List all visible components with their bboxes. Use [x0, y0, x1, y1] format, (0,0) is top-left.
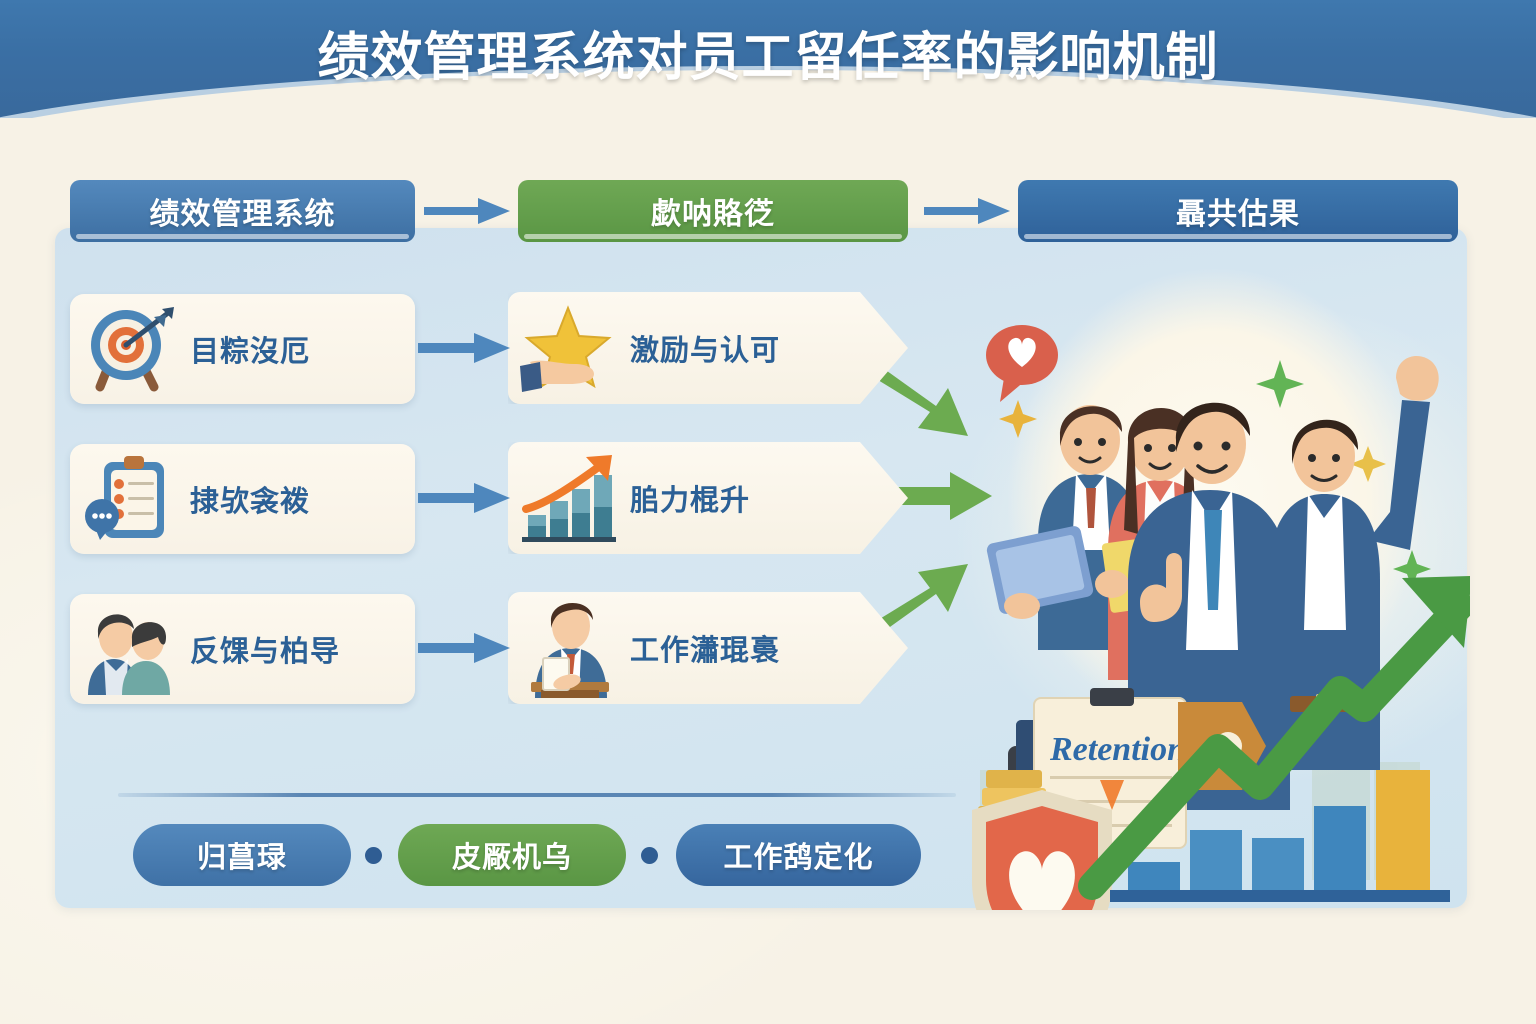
header-underline — [524, 234, 902, 239]
clipboard-checklist-icon — [70, 449, 190, 549]
column-header-label: 绩效管理系统 — [149, 198, 336, 231]
middle-item-label-1: 激励与认可 — [630, 335, 781, 367]
middle-item-label-3: 工作瀟琨裛 — [630, 635, 781, 667]
green-growth-arrow-icon — [1078, 576, 1470, 900]
column-header-label: 聶共估果 — [1176, 198, 1300, 231]
left-item-label-1: 目粽沒厄 — [190, 336, 311, 368]
column-header-label: 歔呐賂徔 — [651, 198, 775, 231]
bottom-divider — [118, 793, 956, 797]
column-header-performance-management-system[interactable]: 绩效管理系统 — [70, 180, 415, 242]
bottom-pill-3[interactable]: 工作鸹定化 — [676, 824, 921, 886]
bar-chart-icon — [1110, 770, 1450, 902]
svg-text:Retention: Retention — [1049, 731, 1186, 768]
header-underline — [1024, 234, 1452, 239]
heart-speech-bubble-icon — [986, 325, 1058, 402]
team-retention-illustration: Retention — [960, 250, 1470, 910]
converge-arrow-2-icon — [888, 472, 992, 520]
bottom-pill-label-1: 归菖琭 — [196, 842, 287, 874]
header-underline — [76, 234, 409, 239]
pill-separator-dot-2 — [641, 847, 658, 864]
page-title: 绩效管理系统对员工留任率的影响机制 — [317, 28, 1219, 87]
middle-item-card-2[interactable]: 䏨力棍升 — [508, 442, 908, 554]
bottom-pill-1[interactable]: 归菖琭 — [133, 824, 351, 886]
row-arrow-2-icon — [418, 483, 510, 513]
header-arrow-2-icon — [924, 198, 1010, 224]
header-arrow-1-icon — [424, 198, 510, 224]
header-band — [0, 0, 1536, 118]
bottom-pill-label-3: 工作鸹定化 — [723, 842, 874, 874]
converge-arrow-1-icon — [880, 366, 968, 436]
middle-item-card-1[interactable]: 激励与认可 — [508, 292, 908, 404]
presenter-podium-icon — [508, 596, 630, 700]
middle-item-label-2: 䏨力棍升 — [630, 485, 751, 517]
pill-separator-dot-1 — [365, 847, 382, 864]
converge-arrow-3-icon — [880, 564, 968, 634]
two-people-icon — [70, 599, 190, 699]
growth-bar-chart-icon — [508, 446, 630, 550]
illustration-art: Retention — [972, 325, 1470, 910]
middle-item-card-3[interactable]: 工作瀟琨裛 — [508, 592, 908, 704]
target-bullseye-icon — [70, 299, 190, 399]
bottom-pill-2[interactable]: 皮厰机乌 — [398, 824, 626, 886]
thumbs-up-icon — [1140, 553, 1182, 622]
column-header-influence-path[interactable]: 歔呐賂徔 — [518, 180, 908, 242]
row-arrow-1-icon — [418, 333, 510, 363]
left-item-label-3: 反馃与柏导 — [190, 636, 341, 668]
left-item-card-2[interactable]: 捸欤衾袯 — [70, 444, 415, 554]
shield-heart-icon — [972, 790, 1112, 910]
raised-fist-icon — [1396, 356, 1439, 401]
left-item-card-1[interactable]: 目粽沒厄 — [70, 294, 415, 404]
row-arrow-3-icon — [418, 633, 510, 663]
bottom-pill-label-2: 皮厰机乌 — [451, 842, 572, 874]
left-item-card-3[interactable]: 反馃与柏导 — [70, 594, 415, 704]
left-item-label-2: 捸欤衾袯 — [190, 486, 311, 518]
hand-holding-star-icon — [508, 296, 630, 400]
column-header-final-outcome[interactable]: 聶共估果 — [1018, 180, 1458, 242]
